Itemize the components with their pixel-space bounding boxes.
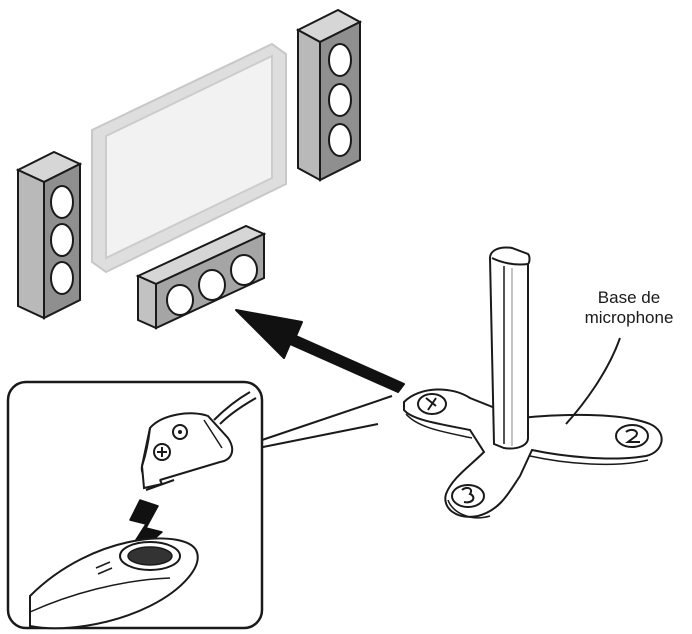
microphone-stand-icon	[403, 246, 663, 519]
callout-label-line2: microphone	[584, 308, 674, 327]
callout-label-line1: Base de	[597, 288, 661, 307]
microphone-clip-icon	[140, 391, 257, 491]
arrow-icon	[235, 309, 405, 393]
center-speaker-icon	[135, 224, 267, 330]
base-slot-icon	[29, 537, 199, 630]
left-speaker-icon	[15, 150, 83, 320]
right-speaker-icon	[295, 8, 363, 182]
callout-label: Base de microphone	[566, 288, 692, 328]
inset-detail-box	[6, 380, 264, 630]
callout-leader-line	[565, 337, 621, 425]
tv-screen-icon	[91, 42, 287, 274]
zoom-wedge-lines	[257, 395, 393, 449]
